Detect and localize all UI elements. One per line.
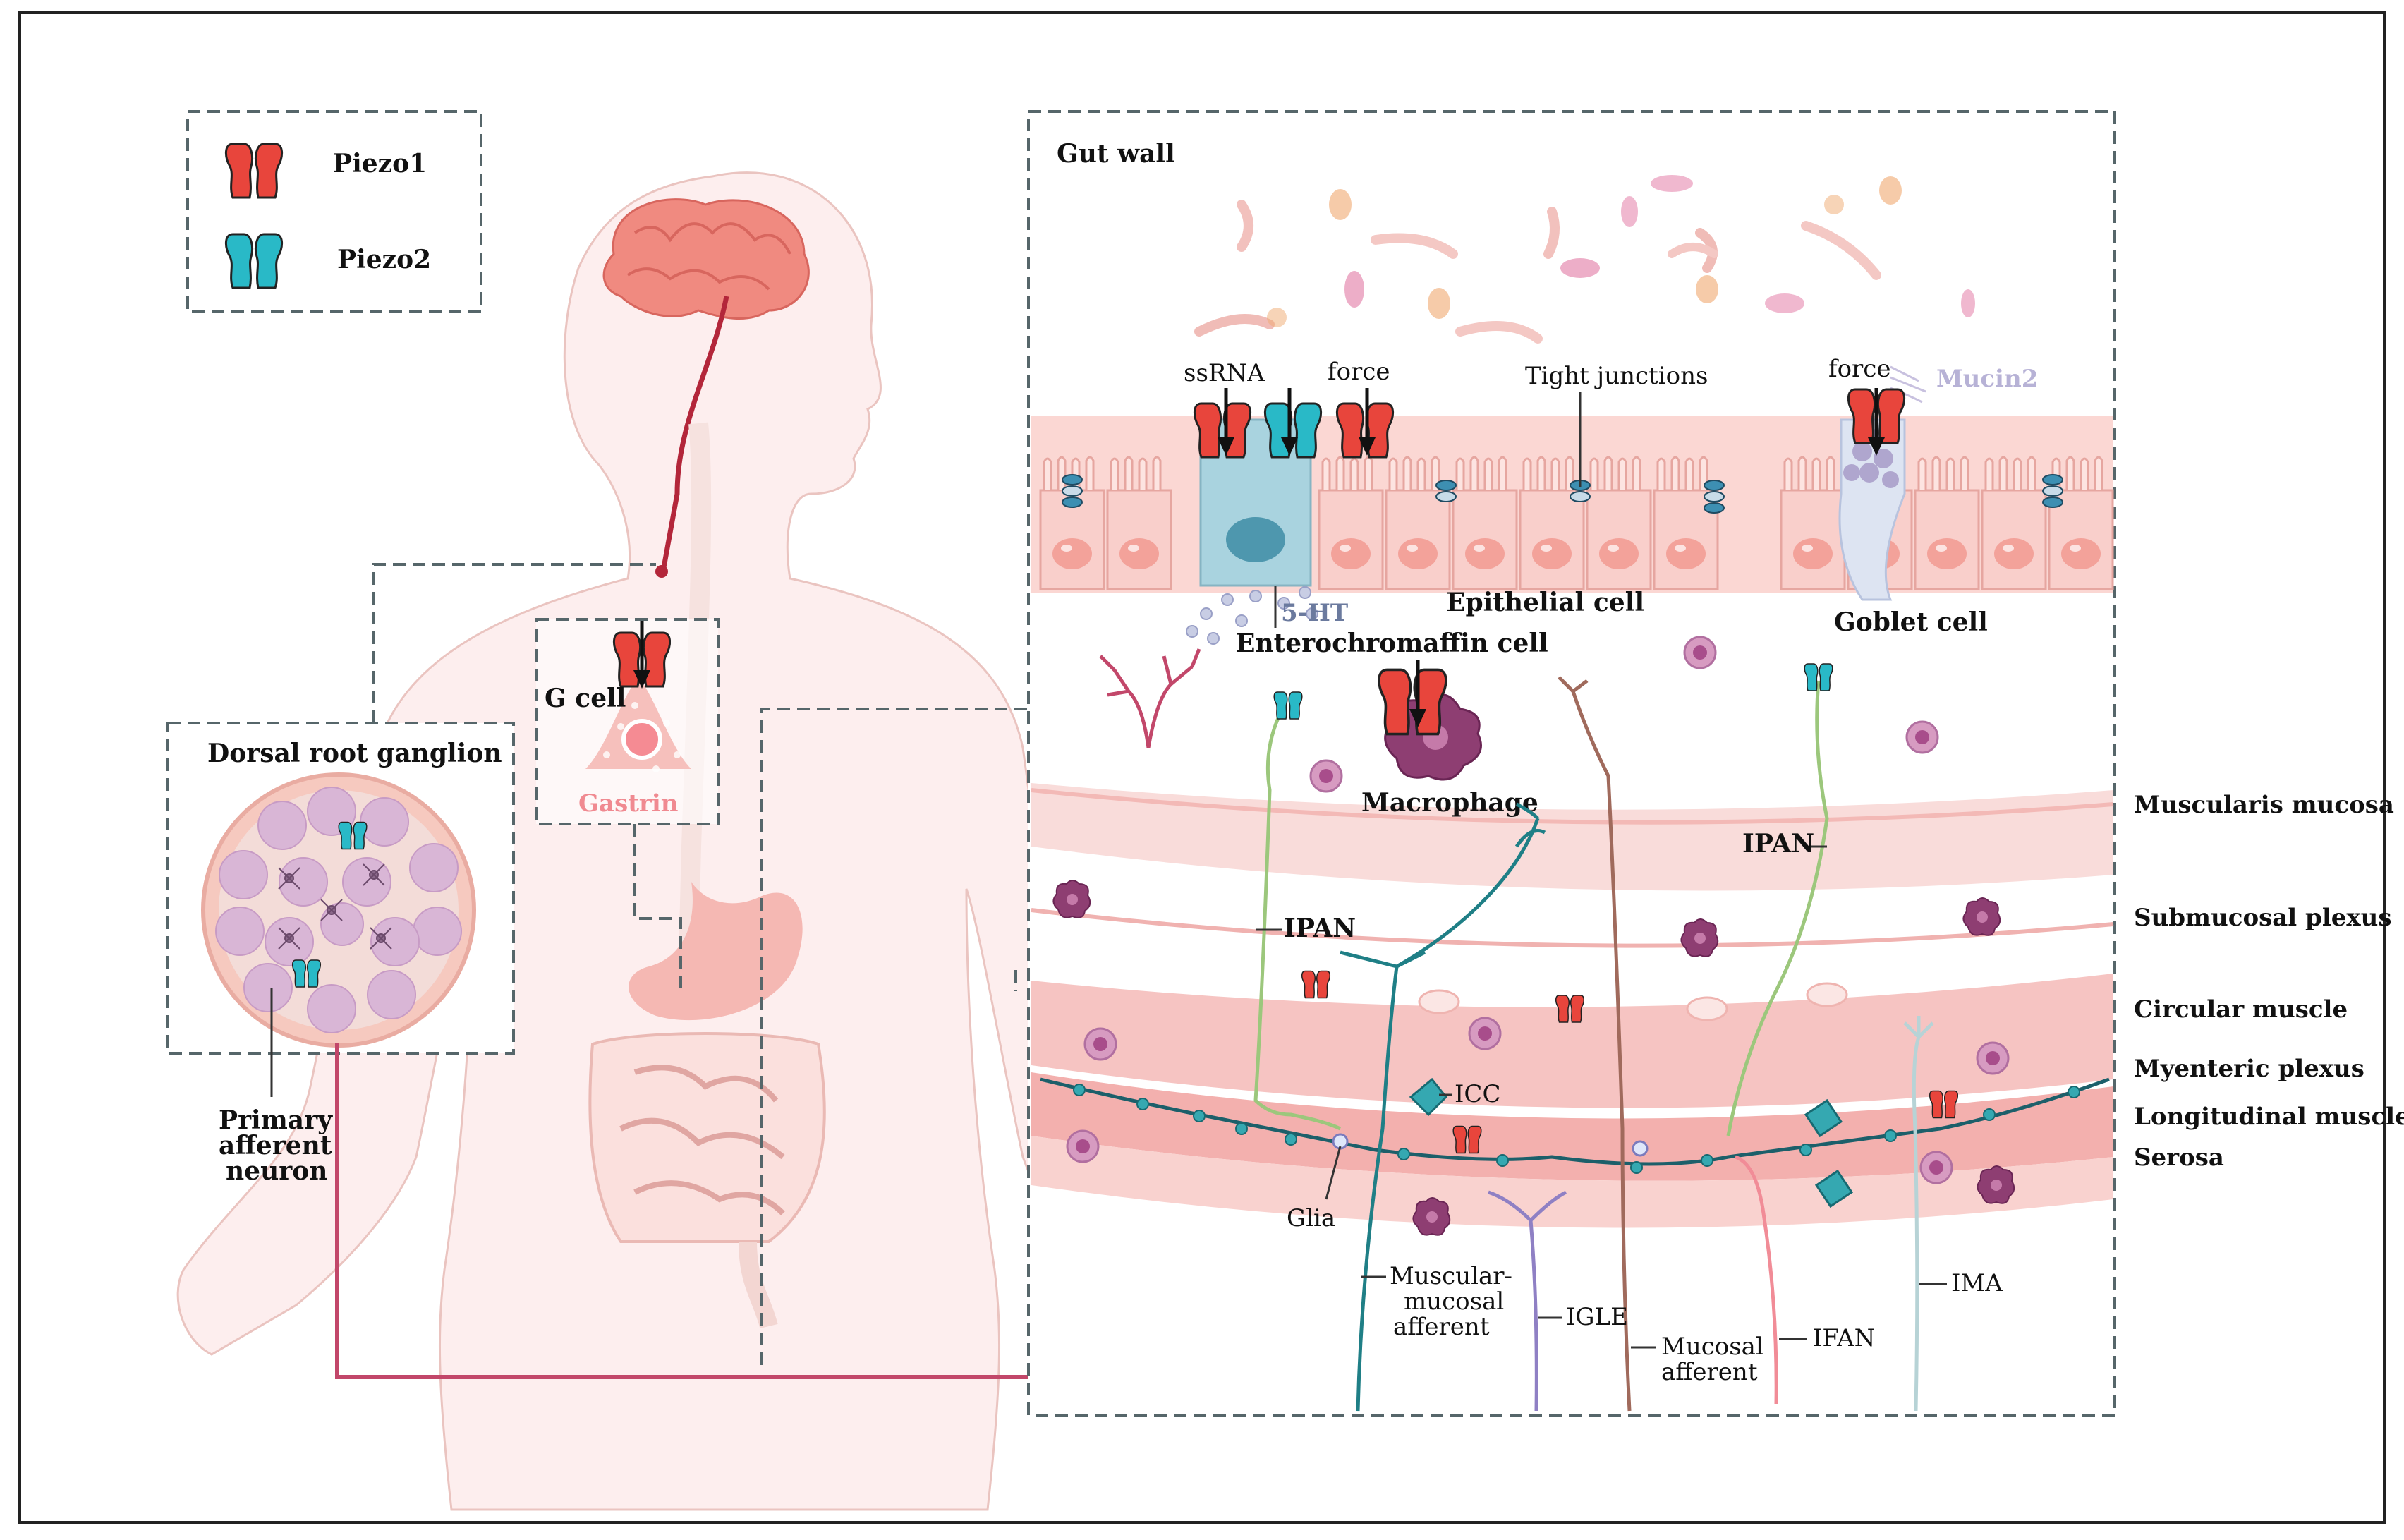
microbiota — [1194, 175, 1975, 344]
icc-cells — [1409, 1077, 1854, 1208]
immune-cell-icon — [1468, 1017, 1502, 1050]
immune-cell-icon — [1905, 720, 1939, 754]
legend: Piezo1 Piezo2 — [186, 110, 482, 313]
force-label-epithelial: force — [1328, 358, 1390, 386]
ipan-label-left: IPAN — [1284, 914, 1356, 943]
g-cell-label: G cell — [545, 684, 626, 713]
ima-label: IMA — [1951, 1269, 2003, 1297]
mucosal-afferent-line1: Mucosal — [1661, 1333, 1763, 1361]
layer-circular-muscle: Circular muscle — [2134, 995, 2348, 1024]
layer-muscularis-mucosa: Muscularis mucosa — [2134, 791, 2394, 819]
force-label-goblet: force — [1828, 355, 1890, 383]
layer-serosa: Serosa — [2134, 1144, 2224, 1172]
connector-lines — [372, 563, 1028, 1365]
layer-labels: Muscularis mucosa Submucosal plexus Circ… — [2134, 791, 2404, 1172]
drg-title: Dorsal root ganglion — [207, 739, 502, 768]
muscularis-mucosa-band — [1031, 783, 2113, 891]
ipan-fiber-right — [1726, 680, 1829, 1136]
goblet-cell-label: Goblet cell — [1834, 607, 1988, 637]
igle-label: IGLE — [1566, 1303, 1628, 1331]
ifan-label: IFAN — [1813, 1324, 1875, 1352]
ipan-label-right: IPAN — [1742, 829, 1814, 859]
submucosal-plexus-line — [1031, 908, 2114, 948]
primary-afferent-line1: Primary — [219, 1105, 333, 1135]
macrophage-small-icon — [1680, 918, 1719, 957]
macrophage-small-icon — [1412, 1197, 1451, 1236]
macrophage-small-icon — [1052, 880, 1091, 918]
gut-wall-panel: Gut wall — [1027, 110, 2116, 1417]
nerve-fibers — [1099, 648, 1934, 1412]
serosa-band — [1031, 1136, 2113, 1228]
tight-junction-icons — [1062, 474, 2063, 514]
ipan-fiber-left — [1253, 708, 1342, 1131]
primary-afferent-line2: afferent — [219, 1131, 332, 1160]
layer-submucosal-plexus: Submucosal plexus — [2134, 904, 2392, 932]
immune-cell-icon — [1976, 1041, 2010, 1075]
gut-wall-title: Gut wall — [1057, 139, 1175, 169]
layer-myenteric-plexus: Myenteric plexus — [2134, 1055, 2364, 1083]
mucin-granules — [1843, 429, 1899, 488]
muscular-mucosal-afferent-line1: Muscular- — [1390, 1262, 1512, 1290]
epithelial-cell-label: Epithelial cell — [1446, 588, 1644, 617]
immune-cell-icon — [1309, 759, 1343, 793]
icc-label: ICC — [1455, 1080, 1500, 1108]
muscular-mucosal-afferent-fiber — [1356, 818, 1540, 1412]
legend-piezo2-label: Piezo2 — [337, 245, 431, 274]
glia-label: Glia — [1287, 1204, 1335, 1232]
layer-longitudinal-muscle: Longitudinal muscle — [2134, 1103, 2404, 1131]
macrophage-small-icon — [1962, 897, 2001, 936]
glia-cells — [1332, 1133, 1649, 1157]
macrophage-label: Macrophage — [1361, 788, 1538, 818]
circular-muscle-band — [1031, 974, 2113, 1108]
macrophage — [1378, 660, 1482, 781]
g-cell-panel: G cell Gastrin — [535, 618, 720, 825]
macrophage-small-icon — [1977, 1165, 2015, 1204]
tight-junctions-label: Tight junctions — [1525, 362, 1708, 390]
longitudinal-muscle-band — [1031, 1072, 2113, 1181]
muscular-mucosal-afferent-line3: afferent — [1393, 1313, 1490, 1341]
figure-border — [18, 11, 2386, 1524]
primary-afferent-line3: neuron — [226, 1156, 327, 1186]
ima-fiber — [1903, 1016, 1934, 1412]
mucosal-afferent-line2: afferent — [1661, 1358, 1758, 1386]
igle-fiber — [1488, 1190, 1567, 1412]
gastrin-label: Gastrin — [578, 789, 678, 818]
immune-cell-icon — [1083, 1027, 1117, 1061]
sensory-terminal-branches — [1099, 648, 1201, 748]
epithelium — [1031, 365, 2114, 645]
immune-cell-icon — [1919, 1151, 1953, 1184]
mucin2-label: Mucin2 — [1936, 365, 2038, 393]
legend-piezo1-label: Piezo1 — [333, 149, 427, 178]
5ht-label: 5-HT — [1281, 599, 1348, 627]
immune-cell-icon — [1066, 1129, 1100, 1163]
ifan-fiber — [1735, 1155, 1778, 1405]
ssrna-label: ssRNA — [1184, 359, 1265, 387]
mucosal-afferent-fiber — [1571, 691, 1632, 1412]
enterochromaffin-label: Enterochromaffin cell — [1236, 629, 1548, 658]
muscular-mucosal-afferent-line2: mucosal — [1404, 1287, 1504, 1316]
immune-cell-icon — [1683, 636, 1717, 669]
